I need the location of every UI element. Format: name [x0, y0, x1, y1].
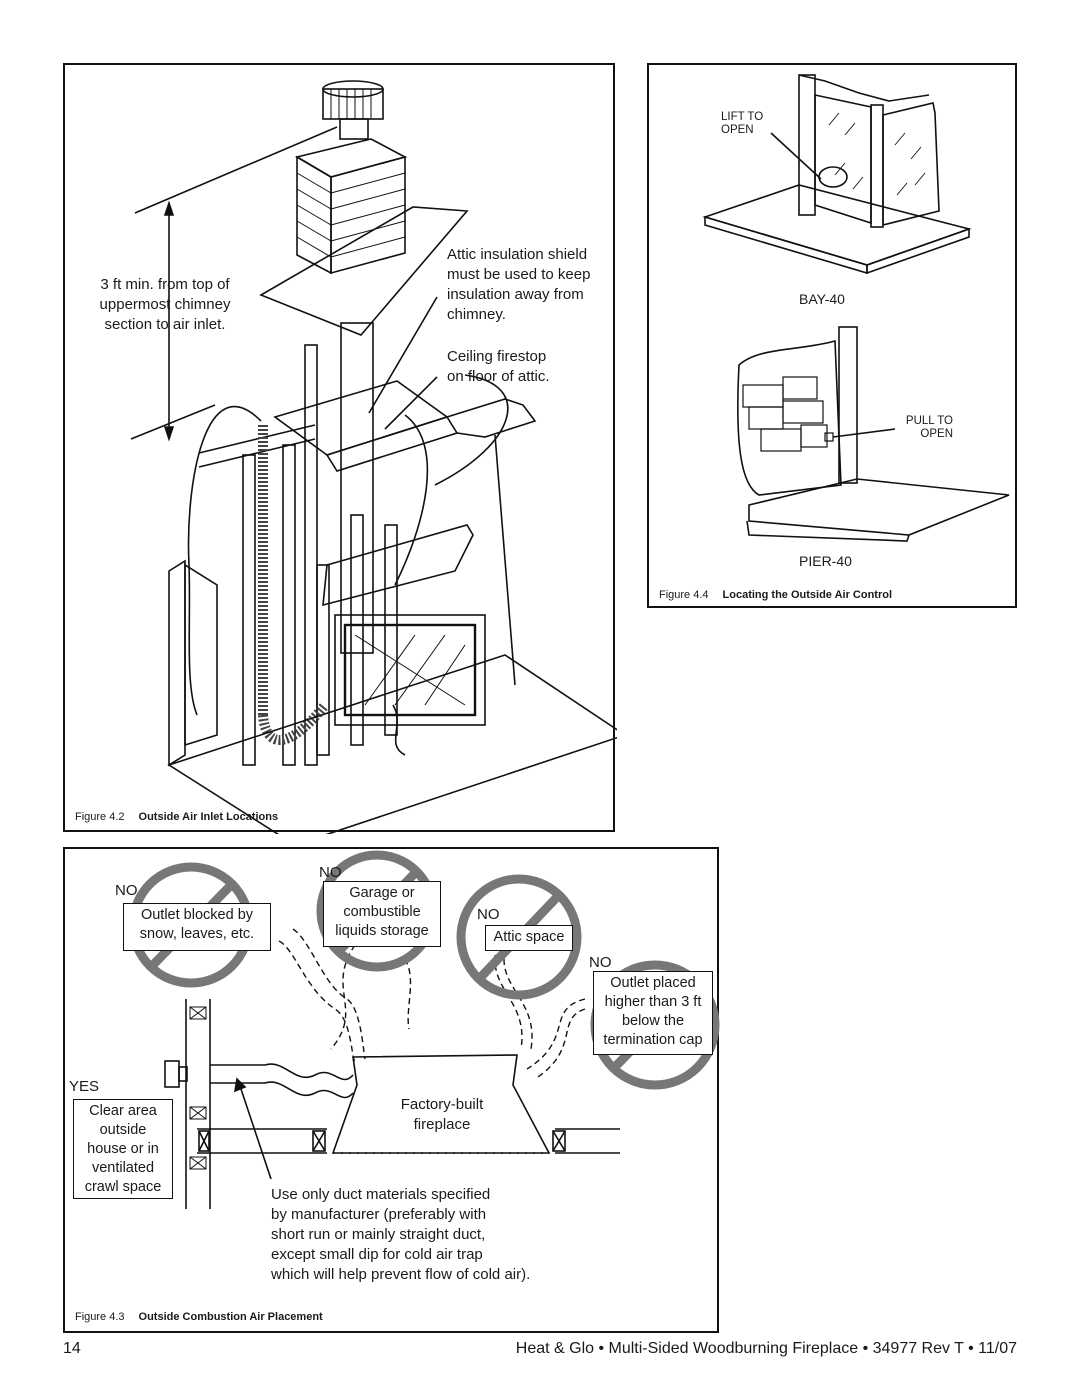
blocked-line-1: Outlet blocked by	[140, 907, 254, 923]
lift-line-2: OPEN	[721, 124, 754, 136]
fireplace-line-1: Factory-built	[400, 1096, 484, 1113]
min-distance-note: 3 ft min. from top of uppermost chimney …	[87, 275, 243, 335]
no-label-3: NO	[477, 906, 500, 923]
pull-line-1: PULL TO	[905, 415, 953, 427]
figure-4-2-number: Figure 4.2	[75, 811, 125, 823]
firestop-line-1: Ceiling firestop	[447, 348, 547, 365]
figure-4-2-caption: Figure 4.2 Outside Air Inlet Locations	[75, 811, 278, 823]
shield-line-3: insulation away from	[447, 286, 584, 303]
fireplace-label: Factory-built fireplace	[377, 1095, 507, 1135]
fireplace-line-2: fireplace	[413, 1116, 471, 1133]
min-distance-line-3: section to air inlet.	[104, 316, 226, 333]
blocked-outlet-box: Outlet blocked by snow, leaves, etc.	[123, 903, 271, 951]
garage-line-3: liquids storage	[335, 923, 429, 939]
shield-line-2: must be used to keep	[447, 266, 591, 283]
clear-line-3: house or in	[87, 1141, 159, 1157]
figure-4-3-title: Outside Combustion Air Placement	[138, 1311, 323, 1323]
figure-4-4-panel: LIFT TO OPEN BAY-40 PULL TO OPEN PIER-40…	[647, 63, 1017, 608]
higher-line-2: higher than 3 ft	[604, 994, 702, 1010]
attic-line: Attic space	[493, 929, 565, 945]
shield-line-1: Attic insulation shield	[447, 246, 588, 263]
firestop-note: Ceiling firestop on floor of attic.	[447, 347, 550, 387]
duct-line-5: which will help prevent flow of cold air…	[271, 1266, 531, 1283]
duct-line-4: except small dip for cold air trap	[271, 1246, 483, 1263]
blocked-line-2: snow, leaves, etc.	[139, 926, 255, 942]
pier-40-label: PIER-40	[799, 553, 852, 569]
higher-line-1: Outlet placed	[610, 975, 696, 991]
duct-line-1: Use only duct materials specified	[271, 1186, 491, 1203]
figure-4-3-number: Figure 4.3	[75, 1311, 125, 1323]
shield-line-4: chimney.	[447, 306, 506, 323]
outside-air-control-illustration	[702, 74, 1010, 542]
lift-line-1: LIFT TO	[721, 111, 764, 123]
figure-4-3-caption: Figure 4.3 Outside Combustion Air Placeme…	[75, 1311, 323, 1323]
clear-line-1: Clear area	[89, 1103, 157, 1119]
no-label-4: NO	[589, 954, 612, 971]
outlet-higher-box: Outlet placed higher than 3 ft below the…	[593, 971, 713, 1055]
yes-label: YES	[69, 1078, 100, 1095]
higher-line-4: termination cap	[603, 1032, 703, 1048]
figure-4-4-number: Figure 4.4	[659, 589, 709, 601]
min-distance-line-1: 3 ft min. from top of	[100, 276, 230, 293]
min-distance-line-2: uppermost chimney	[99, 296, 231, 313]
bay-40-label: BAY-40	[799, 291, 845, 307]
figure-4-3-panel: NO Outlet blocked by snow, leaves, etc. …	[63, 847, 720, 1333]
figure-4-2-title: Outside Air Inlet Locations	[138, 811, 279, 823]
pull-to-open-label: PULL TO OPEN	[895, 415, 953, 441]
garage-line-2: combustible	[343, 904, 421, 920]
clear-line-2: outside	[99, 1122, 147, 1138]
pull-line-2: OPEN	[920, 428, 953, 440]
duct-line-2: by manufacturer (preferably with	[271, 1206, 487, 1223]
figure-4-4-title: Locating the Outside Air Control	[722, 589, 893, 601]
garage-line-1: Garage or	[349, 885, 415, 901]
figure-4-4-caption: Figure 4.4 Locating the Outside Air Contr…	[659, 589, 892, 601]
firestop-line-2: on floor of attic.	[447, 368, 550, 385]
fireplace-chimney-illustration	[130, 80, 617, 834]
duct-line-3: short run or mainly straight duct,	[271, 1226, 486, 1243]
no-label-1: NO	[115, 882, 138, 899]
clear-area-box: Clear area outside house or in ventilate…	[73, 1099, 173, 1199]
figure-4-2-panel: 3 ft min. from top of uppermost chimney …	[63, 63, 617, 834]
attic-space-box: Attic space	[485, 925, 573, 951]
insulation-shield-note: Attic insulation shield must be used to …	[447, 245, 590, 325]
document-footer-title: Heat & Glo • Multi-Sided Woodburning Fir…	[515, 1340, 1017, 1357]
no-label-2: NO	[319, 864, 342, 881]
garage-storage-box: Garage or combustible liquids storage	[323, 881, 441, 947]
duct-materials-note: Use only duct materials specified by man…	[271, 1185, 530, 1285]
lift-to-open-label: LIFT TO OPEN	[721, 111, 763, 137]
clear-line-4: ventilated	[91, 1160, 155, 1176]
higher-line-3: below the	[621, 1013, 685, 1029]
page-number: 14	[63, 1340, 81, 1357]
clear-line-5: crawl space	[84, 1179, 162, 1195]
